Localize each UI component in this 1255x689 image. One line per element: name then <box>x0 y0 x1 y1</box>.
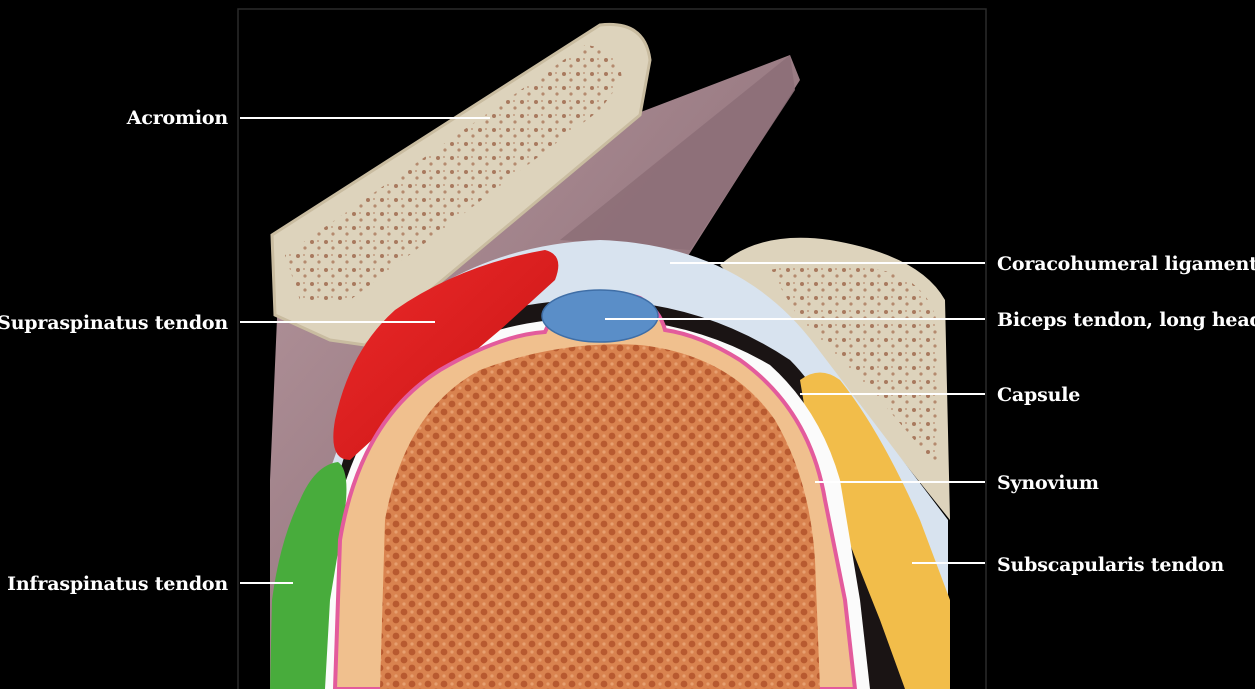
synovium-label: Synovium <box>997 472 1099 494</box>
capsule-label: Capsule <box>997 384 1080 406</box>
infraspinatus-label: Infraspinatus tendon <box>7 573 228 595</box>
supraspinatus-label: Supraspinatus tendon <box>0 312 228 334</box>
coracohumeral-label: Coracohumeral ligament <box>997 253 1255 275</box>
biceps-tendon-shape <box>542 290 658 342</box>
biceps-label: Biceps tendon, long head <box>997 309 1255 331</box>
subscapularis-label: Subscapularis tendon <box>997 554 1224 576</box>
acromion-label: Acromion <box>126 107 229 129</box>
